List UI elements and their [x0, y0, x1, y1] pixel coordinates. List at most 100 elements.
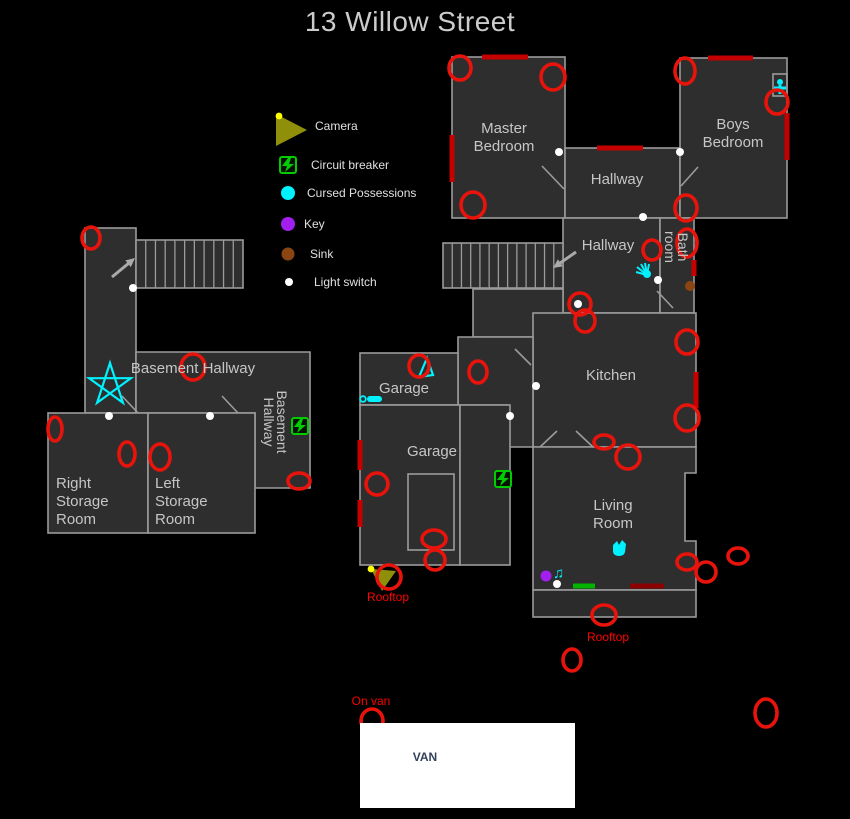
stairs-layer	[135, 239, 564, 289]
marker-circle	[614, 443, 642, 471]
marker-circle	[407, 353, 431, 379]
light-switch-icon	[555, 148, 563, 156]
room-label-basement-hallway: Basement Hallway	[131, 360, 256, 377]
light-switch-icon	[574, 300, 582, 308]
light-switch-icon	[206, 412, 214, 420]
room-label-bathroom: Bathroom	[662, 231, 691, 263]
marker-circle	[467, 359, 489, 385]
marker-circle	[423, 548, 447, 572]
van-label: VAN	[413, 750, 437, 764]
light-switch-icon	[285, 278, 293, 286]
marker-circle	[573, 308, 597, 334]
marker-circle	[675, 227, 699, 259]
door-line	[221, 395, 239, 414]
marker-circle	[286, 471, 312, 491]
marker-circle	[694, 560, 718, 584]
legend-label-key: Key	[304, 217, 325, 231]
marker-circle	[764, 88, 790, 116]
room-basement-corridor	[84, 227, 137, 414]
door-line	[656, 290, 674, 309]
door-line	[575, 430, 594, 448]
markers-layer	[46, 54, 790, 735]
marker-circle	[675, 552, 699, 572]
marker-circle	[567, 291, 593, 317]
cursed-possession-note-icon: ♫	[553, 565, 564, 582]
annotation-label: On van	[352, 694, 391, 708]
room-label-garage-big: Garage	[407, 443, 457, 460]
legend-label-circuit-breaker: Circuit breaker	[311, 158, 389, 172]
cursed-possession-star-icon	[85, 359, 135, 406]
room-boys-bedroom	[679, 57, 788, 219]
marker-circle	[375, 563, 403, 591]
room-label-basement-hallway-vertical: BasementHallway	[261, 390, 290, 453]
direction-arrow-icon	[553, 250, 577, 268]
legend-label-light-switch: Light switch	[314, 275, 377, 289]
doors-layer	[121, 165, 699, 448]
key-icon	[540, 570, 552, 582]
circuit-breaker-icon	[291, 417, 309, 435]
door-line	[514, 348, 532, 366]
room-label-garage-small: Garage	[379, 380, 429, 397]
marker-circle	[673, 403, 701, 433]
light-switch-icon	[553, 580, 561, 588]
van-box	[360, 723, 575, 808]
sink-icon	[685, 281, 695, 291]
marker-circle	[46, 415, 64, 443]
marker-circle	[673, 193, 699, 223]
stairs	[135, 239, 244, 289]
van-layer: VAN	[360, 723, 575, 808]
legend-label-sink: Sink	[310, 247, 334, 261]
room-garage-big	[359, 404, 461, 566]
cursed-possession-flashlight-icon	[359, 395, 382, 403]
light-switch-icon	[506, 412, 514, 420]
room-label-hallway-upper: Hallway	[591, 171, 644, 188]
marker-circle	[674, 328, 700, 356]
door-line	[541, 165, 565, 190]
marker-circle	[753, 697, 779, 729]
room-bathroom	[659, 217, 695, 314]
icons-layer: ♫	[85, 79, 786, 591]
marker-circle	[459, 190, 487, 220]
marker-circle	[447, 54, 473, 82]
direction-arrow-icon	[111, 258, 135, 279]
light-switch-icon	[654, 276, 662, 284]
rooms-layer	[47, 56, 788, 618]
stairs-outline	[442, 242, 564, 289]
page-title: 13 Willow Street	[304, 6, 516, 37]
cursed-possession-hand-icon	[635, 262, 651, 278]
room-label-hallway-lower: Hallway	[582, 237, 635, 254]
room-left-storage	[147, 412, 256, 534]
circuit-breaker-icon	[279, 156, 297, 174]
room-boys-closet	[772, 73, 788, 97]
marker-circle	[80, 225, 102, 251]
door-line	[539, 430, 558, 448]
legend-label-camera: Camera	[315, 119, 358, 133]
marker-circle	[673, 56, 697, 86]
marker-circle	[726, 546, 750, 566]
cursed-possession-mitten-icon	[613, 540, 626, 556]
marker-circle	[592, 433, 616, 451]
marker-circle	[561, 647, 583, 673]
camera-icon	[275, 112, 307, 146]
light-switch-icon	[639, 213, 647, 221]
key-icon	[281, 217, 295, 231]
light-switch-icon	[532, 382, 540, 390]
light-switch-icon	[676, 148, 684, 156]
sink-icon	[281, 247, 295, 261]
room-label-kitchen: Kitchen	[586, 367, 636, 384]
stairs-outline	[135, 239, 244, 289]
marker-circle	[641, 238, 663, 262]
marker-circle	[117, 440, 137, 468]
wall-highlights-layer	[357, 54, 790, 589]
light-switch-icon	[129, 284, 137, 292]
room-porch	[532, 589, 697, 618]
marker-circle	[148, 442, 172, 472]
